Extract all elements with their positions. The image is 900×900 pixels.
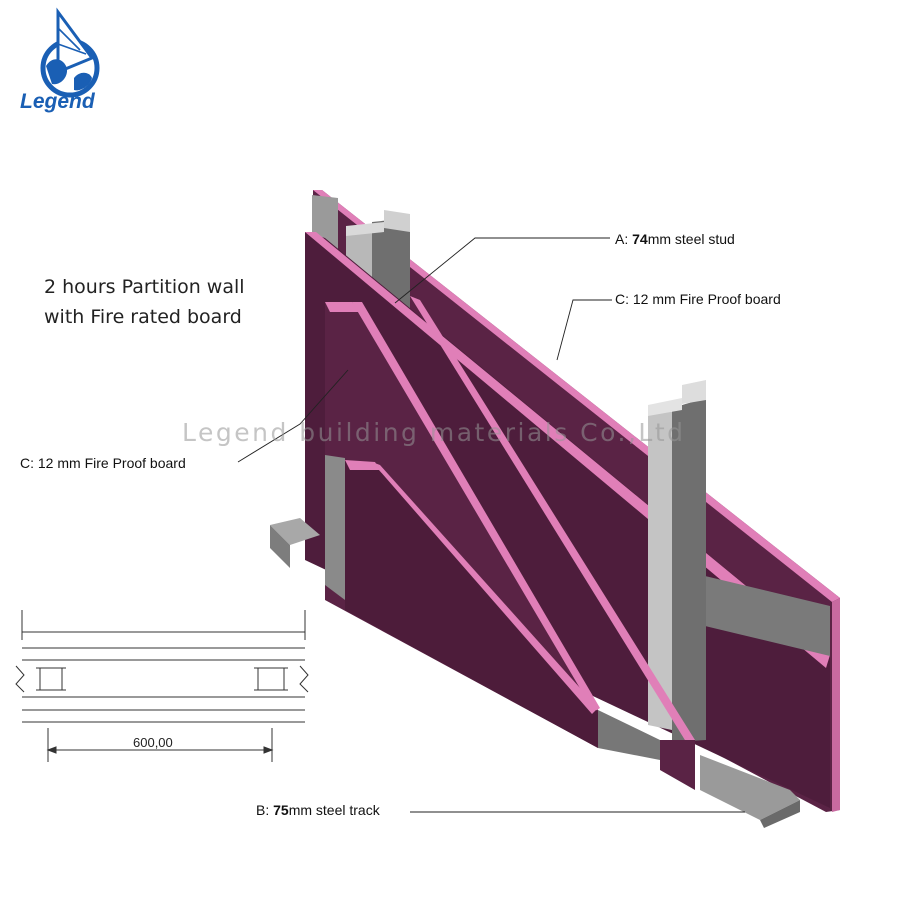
callout-steel-track: B: 75mm steel track (256, 802, 380, 818)
track-size: 75 (273, 802, 289, 818)
logo-globe-icon (40, 7, 100, 98)
diagram-title-line-2: with Fire rated board (44, 306, 242, 328)
stud-text: mm steel stud (647, 231, 735, 247)
steel-track (270, 518, 800, 828)
callout-board-right: C: 12 mm Fire Proof board (615, 291, 781, 307)
stud-size: 74 (632, 231, 648, 247)
leader-board-right (556, 299, 612, 361)
watermark-text: Legend building materials Co.,Ltd (182, 418, 686, 447)
leader-stud (394, 237, 610, 304)
callout-board-left: C: 12 mm Fire Proof board (20, 455, 186, 471)
stud-letter: A: (615, 231, 629, 247)
callout-steel-stud: A: 74mm steel stud (615, 231, 735, 247)
track-text: mm steel track (288, 802, 380, 818)
leader-board-left (237, 369, 349, 463)
steel-stud-right (648, 380, 706, 742)
dimension-label: 600,00 (133, 735, 173, 750)
logo-wordmark: Legend (20, 90, 95, 113)
front-fire-proof-board (325, 296, 695, 790)
diagram-title-line-1: 2 hours Partition wall (44, 276, 245, 298)
leader-lines (237, 237, 745, 813)
track-letter: B: (256, 802, 270, 818)
cross-section-drawing (15, 610, 309, 762)
